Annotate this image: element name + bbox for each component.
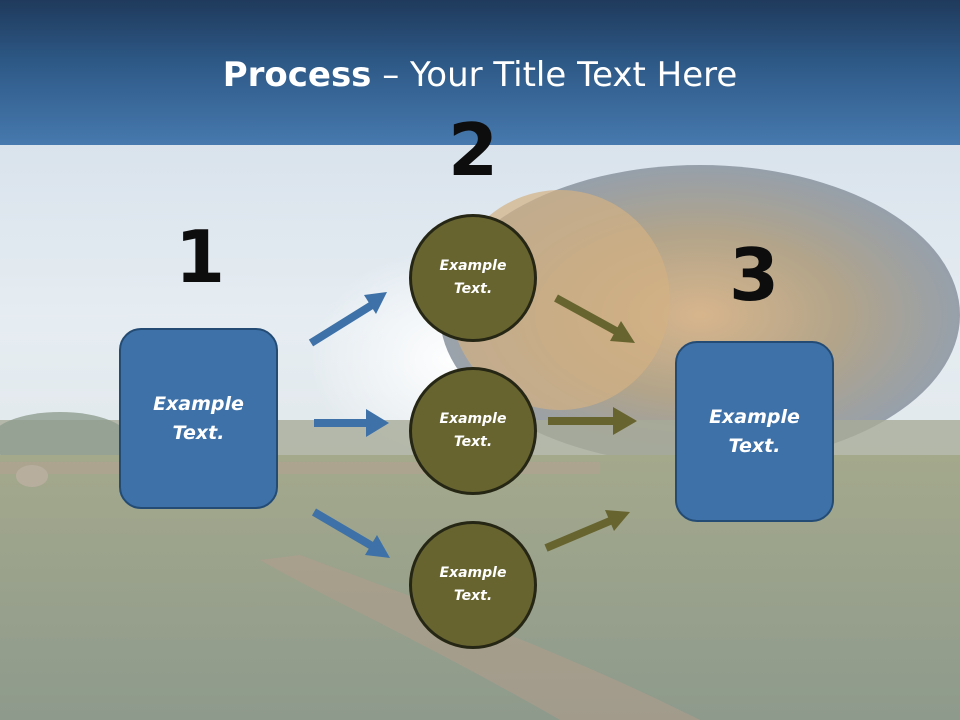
step-2-circle-top: Example Text.: [409, 214, 537, 342]
arrow-bottom-to-right: [544, 510, 630, 552]
title-bold: Process: [222, 55, 372, 95]
circle-bottom-text: Example Text.: [439, 565, 507, 604]
slide-title: Process – Your Title Text Here: [0, 52, 960, 98]
step-1-box: Example Text.: [119, 328, 278, 509]
step-1-text: Example Text.: [153, 392, 244, 444]
arrow-top-to-right: [554, 294, 635, 343]
circle-middle-text: Example Text.: [439, 411, 507, 450]
title-rest: – Your Title Text Here: [371, 55, 738, 95]
step-number-3: 3: [728, 233, 780, 317]
circle-top-text: Example Text.: [439, 258, 507, 297]
step-number-1: 1: [174, 215, 226, 299]
arrow-left-to-bottom: [311, 508, 390, 558]
step-3-text: Example Text.: [709, 405, 800, 457]
step-number-2: 2: [447, 108, 499, 192]
header-band: [0, 0, 960, 145]
arrow-left-to-top: [308, 292, 387, 347]
step-2-circle-middle: Example Text.: [409, 367, 537, 495]
arrow-left-to-middle: [314, 409, 389, 437]
step-2-circle-bottom: Example Text.: [409, 521, 537, 649]
step-3-box: Example Text.: [675, 341, 834, 522]
arrow-middle-to-right: [548, 407, 637, 435]
